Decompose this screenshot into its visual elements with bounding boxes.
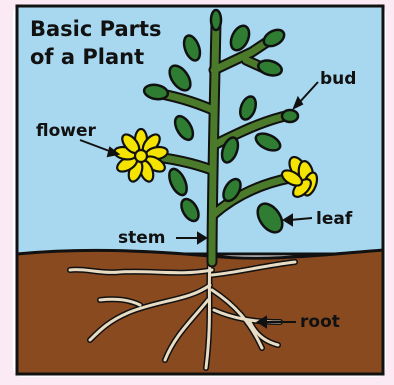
diagram-title-line-2: of a Plant: [30, 45, 144, 69]
bud: [282, 110, 298, 122]
label-leaf: leaf: [316, 209, 353, 229]
label-root: root: [300, 312, 340, 332]
label-flower: flower: [36, 121, 97, 141]
diagram-title-line-1: Basic Parts: [30, 17, 162, 41]
label-stem: stem: [118, 228, 166, 248]
label-bud: bud: [320, 69, 356, 89]
